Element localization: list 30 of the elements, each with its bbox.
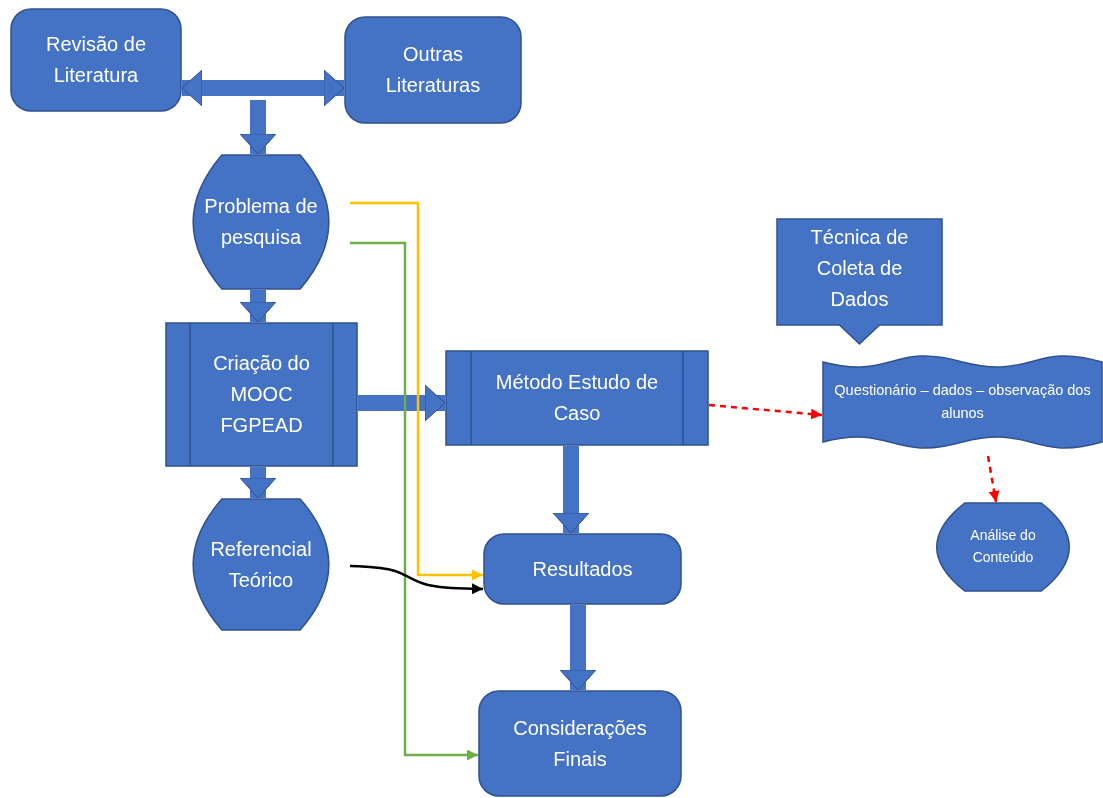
process-box: [10, 8, 182, 112]
connector-arrow: [350, 201, 483, 581]
connector-arrow: [986, 455, 1000, 503]
node-label: Resultados: [532, 556, 633, 582]
node-label: Outras Literaturas: [384, 42, 482, 98]
predefined-process-box: [445, 350, 709, 446]
node-label: Problema de pesquisa: [203, 194, 319, 250]
process-box: [344, 16, 522, 124]
block-arrow: [181, 69, 345, 107]
node-label: Revisão de Literatura: [44, 32, 148, 88]
process-box: [483, 533, 682, 605]
block-arrow: [559, 605, 597, 691]
node-label: Referencial Teórico: [209, 536, 313, 593]
block-arrow: [239, 290, 277, 323]
block-arrow: [239, 467, 277, 499]
connector-arrow: [349, 564, 484, 595]
node-label: Considerações Finais: [512, 715, 648, 772]
connector-arrow: [708, 403, 823, 420]
block-arrow: [358, 384, 446, 422]
connector-arrow: [350, 241, 478, 761]
process-box: [478, 690, 682, 797]
node-label: Técnica de Coleta de Dados: [809, 225, 910, 312]
node-label: Criação do MOOC FGPEAD: [212, 351, 311, 438]
block-arrow: [239, 100, 277, 155]
predefined-process-box: [165, 322, 358, 467]
callout-box: [776, 218, 943, 345]
block-arrow: [552, 446, 590, 534]
node-label: Análise do Conteúdo: [969, 526, 1037, 567]
node-label: Método Estudo de Caso: [494, 370, 660, 426]
node-label: Questionário – dados – observação dos alunos: [833, 380, 1092, 423]
